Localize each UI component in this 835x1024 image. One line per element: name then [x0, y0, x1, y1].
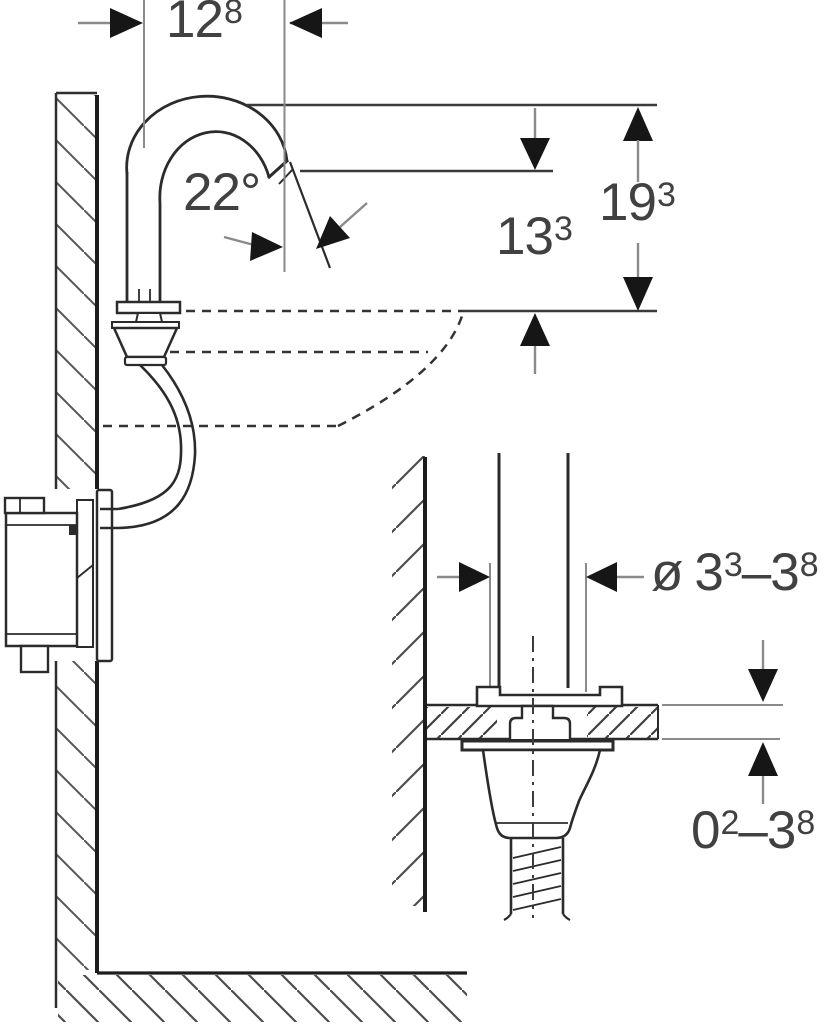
supply-hose [117, 364, 197, 530]
arrowhead-up-icon [520, 313, 550, 346]
arrowhead-down-icon [748, 669, 778, 702]
arrowhead-up-icon [623, 107, 653, 141]
basin-dashed-outline [103, 309, 465, 428]
dimension-deck-thickness [662, 640, 783, 804]
label-top-to-rim: 193 [599, 173, 676, 232]
mounting-plate [76, 499, 94, 648]
drain-flange-plate [475, 685, 624, 708]
trap-cup [481, 748, 602, 840]
label-outlet-to-rim: 133 [496, 207, 573, 266]
faucet-spout [125, 94, 294, 303]
arrowhead-left-icon [289, 8, 322, 38]
arrowhead-down-icon [520, 138, 550, 170]
faucet-base [111, 300, 182, 367]
mixing-nozzle-cone [112, 326, 179, 359]
hose-wall-stub [100, 507, 118, 530]
arrowhead-down-left-icon [316, 216, 350, 249]
outlet-hose [509, 838, 565, 914]
dimension-top-to-rim [623, 107, 653, 311]
counter-section [427, 703, 659, 741]
drain-body [508, 704, 572, 739]
drain-pipe [497, 453, 570, 688]
supply-fitting [3, 496, 46, 515]
dimension-spout-offset [78, 0, 348, 272]
dimension-hole-diameter [437, 562, 644, 692]
label-deck-thickness: 02–38 [691, 801, 815, 860]
label-spout-angle: 22° [183, 163, 261, 222]
locknut [460, 739, 615, 752]
function-box [2, 488, 118, 674]
angle-leg-line [288, 161, 332, 269]
wall-cover-plate [95, 488, 114, 663]
dimension-spout-angle [223, 161, 368, 269]
arrowhead-right-icon [250, 232, 283, 261]
floor-section [58, 971, 467, 1022]
arrowhead-down-icon [623, 277, 653, 311]
escutcheon-plate [115, 300, 182, 315]
control-box-body [4, 511, 79, 648]
arrowhead-left-icon [586, 562, 617, 592]
cable-connector [69, 525, 77, 535]
reference-lines [247, 103, 657, 313]
arrowhead-right-icon [110, 8, 143, 38]
drain-assembly [460, 685, 624, 921]
wall-section [54, 91, 99, 1008]
arrowhead-right-icon [459, 562, 490, 592]
label-spout-offset: 128 [166, 0, 243, 49]
detail-wall [392, 456, 427, 912]
box-foot [19, 644, 50, 674]
dimension-outlet-to-rim [520, 108, 550, 374]
arrowhead-up-icon [748, 742, 778, 776]
